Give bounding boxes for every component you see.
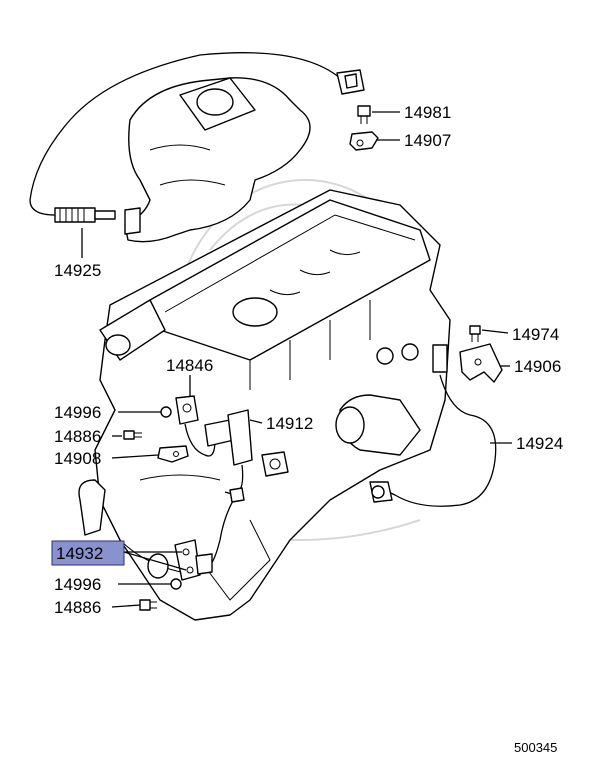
- nut-14996-lower: [170, 578, 182, 590]
- callout-14886-lower[interactable]: 14886: [54, 598, 101, 617]
- callout-14846[interactable]: 14846: [166, 356, 213, 375]
- highlight-box-14932: [51, 540, 125, 566]
- sensor-14846: [175, 395, 199, 425]
- leader-lines: [81, 111, 512, 608]
- callout-labels: 14981 14907 14925 14974 14906 14846 1499…: [54, 103, 563, 617]
- callout-14981[interactable]: 14981: [404, 103, 451, 122]
- callout-14912[interactable]: 14912: [266, 414, 313, 433]
- bolt-14981: [357, 105, 371, 124]
- bolt-14886-lower: [139, 599, 157, 611]
- callout-14974[interactable]: 14974: [512, 325, 559, 344]
- harness-14924: [369, 344, 497, 507]
- callout-14932[interactable]: 14932: [56, 544, 103, 563]
- oxygen-sensor-front: [29, 52, 365, 223]
- sensor-14932: [147, 539, 213, 581]
- bracket-14906: [459, 343, 503, 383]
- harness-14912: [184, 409, 289, 566]
- callout-14996-upper[interactable]: 14996: [54, 403, 101, 422]
- exhaust-manifold: [124, 77, 311, 243]
- bracket-14907: [349, 131, 379, 151]
- bracket-14908: [157, 445, 189, 463]
- bolt-14974: [469, 325, 481, 342]
- drawing-code: 500345: [514, 740, 557, 755]
- callout-14886-upper[interactable]: 14886: [54, 427, 101, 446]
- callout-14908[interactable]: 14908: [54, 449, 101, 468]
- callout-14906[interactable]: 14906: [514, 357, 561, 376]
- bolt-14886-upper: [123, 430, 142, 440]
- callout-14924[interactable]: 14924: [516, 434, 563, 453]
- callout-14925[interactable]: 14925: [54, 261, 101, 280]
- callout-14996-lower[interactable]: 14996: [54, 575, 101, 594]
- nut-14996-upper: [160, 406, 172, 418]
- engine-block: [78, 189, 451, 621]
- callout-14907[interactable]: 14907: [404, 131, 451, 150]
